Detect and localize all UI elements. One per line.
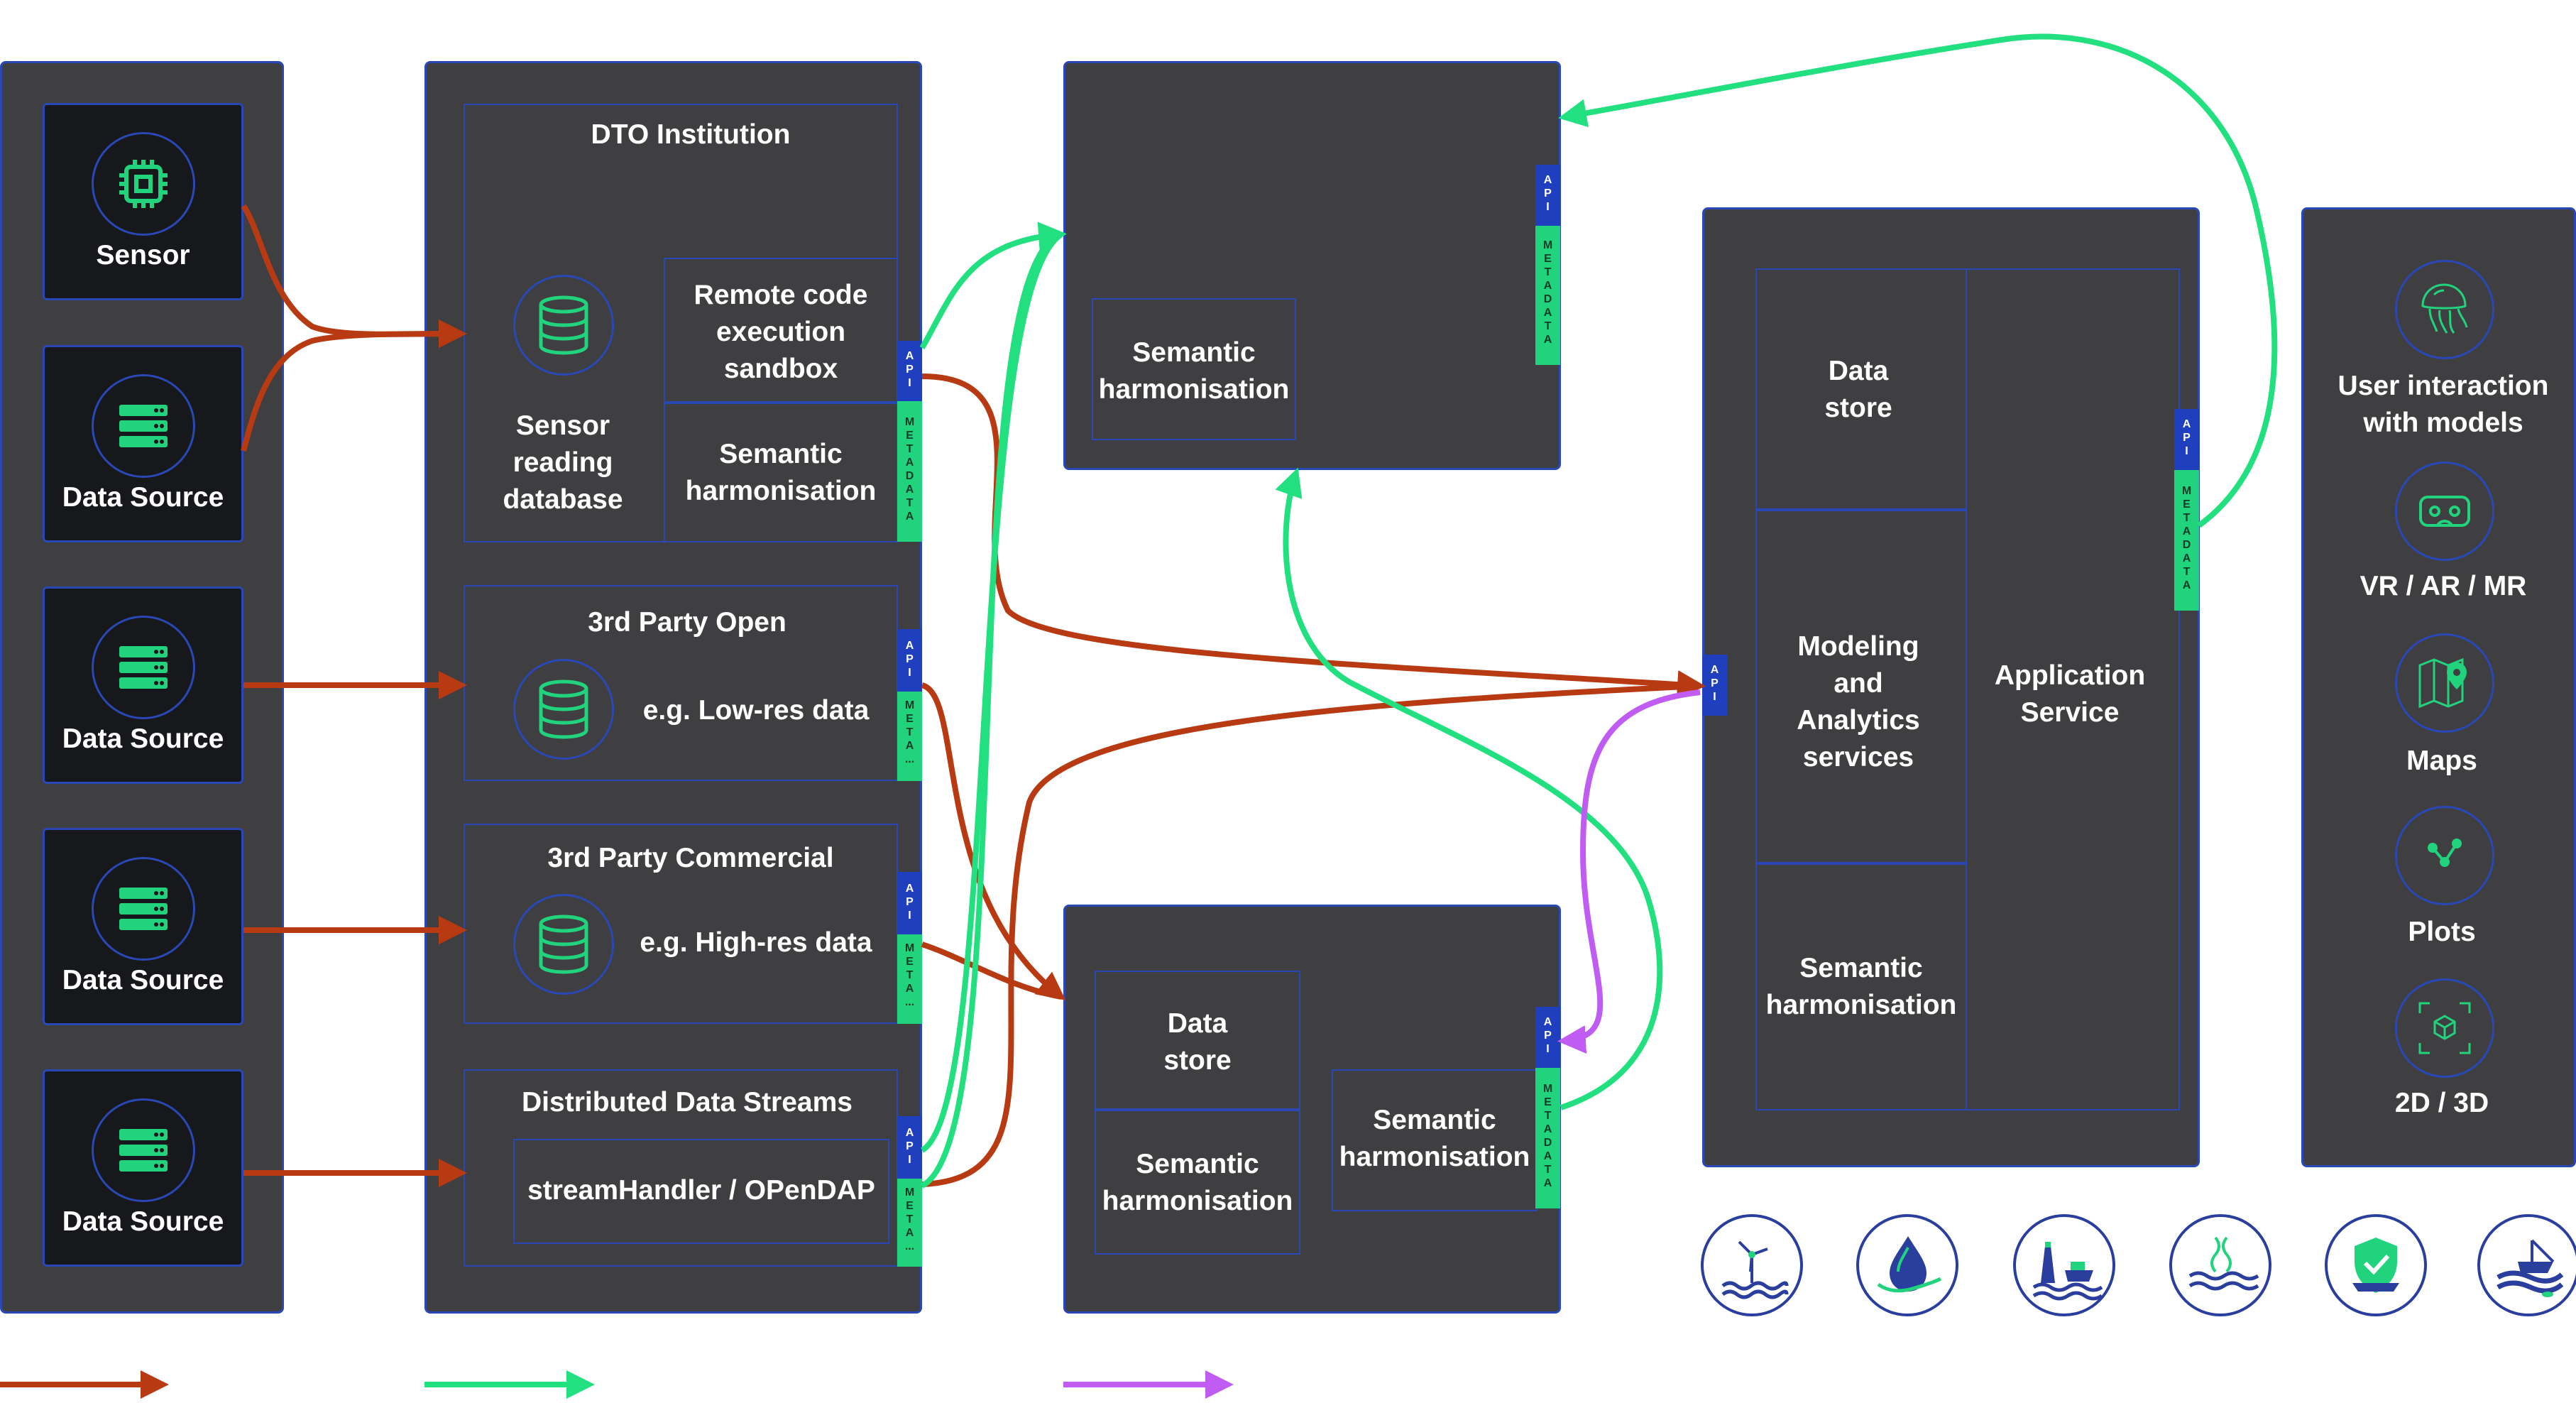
green-arrow	[919, 222, 1067, 350]
red-arrow	[241, 331, 462, 452]
green-arrow	[1275, 467, 1663, 1110]
application-panel	[1702, 207, 2200, 1167]
app-data-store-box[interactable]	[1755, 268, 1967, 510]
sensor-label: Sensor	[96, 240, 190, 271]
water-drop-icon	[1856, 1214, 1958, 1316]
upper-semantic-label: Semantic harmonisation	[1098, 337, 1290, 405]
2d-3d-label: 2D / 3D	[2394, 1088, 2489, 1118]
data-source-card[interactable]: Data Source	[43, 345, 243, 542]
plot-icon	[2395, 806, 2494, 905]
lower-semantic-left-label: Semantic harmonisation	[1102, 1149, 1293, 1216]
sensor-db-label: Sensor reading database	[503, 410, 623, 515]
dto-institution-title: DTO Institution	[591, 119, 791, 150]
metadata-tab[interactable]: M E T A D A T A	[2174, 470, 2199, 611]
dna-sea-icon	[2169, 1214, 2271, 1316]
maps-label: Maps	[2406, 746, 2477, 776]
app-service-label: Application Service	[1994, 660, 2146, 728]
cube-3d-icon	[2395, 978, 2494, 1078]
plots-label: Plots	[2408, 917, 2476, 947]
lower-data-store-box[interactable]	[1095, 971, 1300, 1110]
api-tab[interactable]: A P I	[897, 341, 922, 401]
data-source-card[interactable]: Data Source	[43, 586, 243, 784]
api-tab[interactable]: A P I	[897, 629, 922, 692]
lighthouse-ship-icon	[2013, 1214, 2115, 1316]
lower-data-store-label: Data store	[1163, 1008, 1232, 1076]
red-arrow	[921, 683, 1701, 1187]
api-tab[interactable]: A P I	[1702, 655, 1727, 716]
green-arrow	[921, 231, 1063, 1189]
data-source-label: Data Source	[62, 482, 224, 513]
lower-semantic-left-box[interactable]	[1095, 1110, 1300, 1255]
app-modeling-box[interactable]	[1755, 510, 1967, 863]
green-arrow	[920, 231, 1063, 1153]
metadata-tab[interactable]: M E T A D A T A	[1535, 226, 1560, 365]
distributed-streams-title: Distributed Data Streams	[522, 1087, 853, 1118]
database-icon	[513, 659, 614, 760]
api-tab[interactable]: A P I	[897, 872, 922, 934]
user-interaction-label: User interaction with models	[2337, 371, 2549, 438]
meta-tab[interactable]: M E T A ...	[897, 934, 922, 1024]
data-source-label: Data Source	[62, 1206, 224, 1237]
app-data-store-label: Data store	[1824, 356, 1892, 423]
vr-headset-icon	[2395, 462, 2494, 561]
meta-tab[interactable]: M E T A ...	[897, 692, 922, 781]
sensor-card[interactable]: Sensor	[43, 103, 243, 300]
metadata-tab[interactable]: M E T A D A T A	[897, 401, 922, 542]
metadata-tab[interactable]: M E T A D A T A	[1535, 1068, 1560, 1208]
stream-handler-label: streamHandler / OPenDAP	[527, 1175, 875, 1206]
app-semantic-box[interactable]	[1755, 863, 1967, 1110]
remote-sandbox-label: Remote code execution sandbox	[694, 280, 868, 384]
database-icon	[513, 275, 614, 376]
server-icon	[92, 857, 195, 961]
shield-ship-icon	[2325, 1214, 2427, 1316]
purple-arrow	[1557, 689, 1701, 1054]
database-icon	[513, 894, 614, 995]
data-source-card[interactable]: Data Source	[43, 828, 243, 1025]
third-party-open-label: e.g. Low-res data	[642, 695, 870, 726]
server-icon	[92, 616, 195, 719]
vr-label: VR / AR / MR	[2359, 571, 2527, 601]
third-party-open-title: 3rd Party Open	[588, 607, 786, 638]
third-party-commercial-title: 3rd Party Commercial	[547, 843, 834, 873]
red-arrow	[921, 682, 1066, 1000]
green-arrow	[1558, 33, 2278, 528]
upper-semantic-box[interactable]	[1092, 298, 1296, 440]
data-source-label: Data Source	[62, 724, 224, 754]
fishing-ship-icon	[2477, 1214, 2576, 1316]
institution-panel	[424, 61, 922, 1314]
upper-node-panel	[1063, 61, 1561, 470]
jellyfish-icon	[2395, 260, 2494, 359]
app-semantic-label: Semantic harmonisation	[1765, 953, 1957, 1020]
api-tab[interactable]: A P I	[2174, 409, 2199, 470]
stream-handler-box[interactable]	[513, 1139, 889, 1244]
meta-tab[interactable]: M E T A ...	[897, 1179, 922, 1267]
red-arrow	[241, 204, 467, 349]
api-tab[interactable]: A P I	[1535, 1007, 1560, 1068]
server-icon	[92, 1098, 195, 1202]
map-pin-icon	[2395, 633, 2494, 733]
red-arrow	[921, 941, 1062, 1000]
remote-sandbox-box[interactable]	[664, 258, 898, 403]
app-modeling-label: Modeling and Analytics services	[1797, 631, 1920, 773]
third-party-commercial-label: e.g. High-res data	[640, 927, 872, 958]
data-source-label: Data Source	[62, 965, 224, 995]
chip-icon	[92, 132, 195, 236]
red-arrow	[921, 373, 1706, 699]
institution-semantic-label: Semantic harmonisation	[685, 439, 877, 506]
api-tab[interactable]: A P I	[897, 1116, 922, 1179]
data-source-card[interactable]: Data Source	[43, 1069, 243, 1267]
api-tab[interactable]: A P I	[1535, 165, 1560, 226]
wind-turbine-icon	[1701, 1214, 1803, 1316]
server-icon	[92, 374, 195, 478]
lower-semantic-right-label: Semantic harmonisation	[1339, 1105, 1530, 1172]
